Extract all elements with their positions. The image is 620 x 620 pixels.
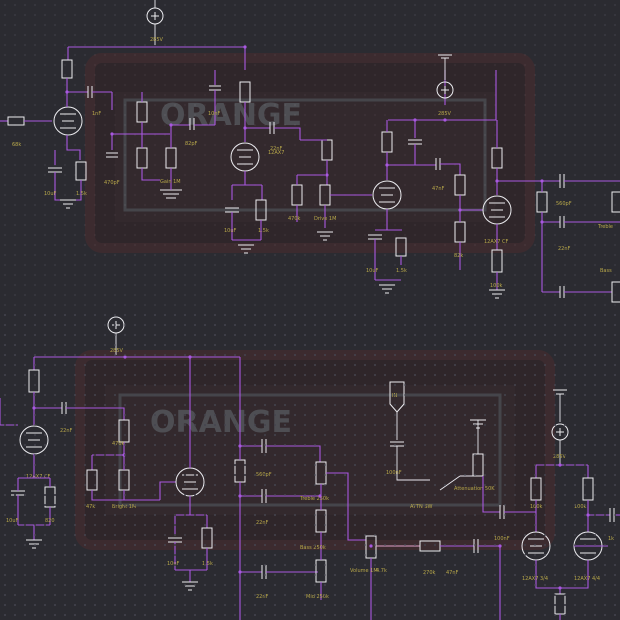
supply-symbol-top — [146, 0, 164, 45]
label-r15k-right: 1.5k — [396, 268, 407, 274]
label-c-560p: 560pF — [556, 201, 572, 207]
plate-resistor-l1 — [28, 369, 40, 393]
amp-photo-lower: ORANGE — [75, 350, 555, 550]
input-jack[interactable]: IN — [389, 381, 405, 413]
label-c-bright: 470pF — [104, 180, 120, 186]
label-switch: ATTN SW — [410, 504, 433, 510]
label-c-10uf-l: 10uF — [6, 518, 19, 524]
label-supply-right: 285V — [438, 111, 452, 117]
label-r-100b: 100k — [574, 504, 587, 510]
label-r-47: 47k — [86, 504, 95, 510]
label-c-22n: 22nF — [558, 246, 571, 252]
label-c-kathode: 10uF — [44, 191, 57, 197]
label-c-coupling: 22nF — [270, 146, 283, 152]
supply-symbol-right — [436, 54, 454, 99]
tail-resistor — [554, 593, 566, 615]
label-tube-r1: 12AX7 3/4 — [522, 576, 548, 582]
label-c100-in: 100nF — [386, 470, 402, 476]
label-c1: 1nF — [92, 111, 101, 117]
supply-symbol-lower-right — [551, 389, 569, 465]
cathode-resistor-l1 — [44, 486, 56, 508]
label-pot-mid-l: Mid 250k — [306, 594, 329, 600]
label-r-tail: 1k — [608, 536, 614, 542]
input-resistor — [7, 116, 25, 126]
label-tube-r2: 12AX7 4/4 — [574, 576, 600, 582]
label-c-kathode2: 10uF — [224, 228, 237, 234]
plate-resistor-v1 — [61, 59, 73, 79]
label-c-22n-a: 22nF — [60, 428, 73, 434]
label-pot-bright: Bright 1M — [112, 504, 136, 510]
junction-dots — [32, 45, 590, 590]
lower-schematic: 285V 22nF 12AX7 CF 10uF 820 47k Bright 1… — [0, 316, 620, 620]
label-r-82k: 82k — [454, 253, 463, 259]
label-r-820: 820 — [45, 518, 55, 524]
label-r-1k5: 1.5k — [202, 561, 213, 567]
cathode-resistor-cf — [491, 249, 503, 273]
label-c-10uf-l2: 10uF — [167, 561, 180, 567]
label-pot-treble-l: Treble 250k — [299, 496, 329, 502]
pot-treble — [611, 191, 620, 213]
pot-mid-l — [315, 559, 327, 583]
label-input-resistor: 68k — [12, 142, 21, 148]
ground-symbol-1 — [60, 199, 76, 209]
photo-brand-lower: ORANGE — [150, 405, 292, 440]
label-c10u-right: 10uF — [366, 268, 379, 274]
pot-bass — [611, 281, 620, 303]
label-r-kathode: 1.5k — [76, 191, 87, 197]
label-r-4: 4.7k — [376, 568, 387, 574]
amp-photo-upper: ORANGE — [85, 53, 535, 253]
cathode-resistor-v1 — [75, 161, 87, 181]
label-pot-attn: Attenuation 50K — [454, 486, 495, 492]
label-c-47n: 47nF — [432, 186, 445, 192]
label-r-270: 270k — [423, 570, 436, 576]
label-supply-left: 285V — [110, 348, 124, 354]
upper-schematic: 285V 68k 1nF 10uF 1.5k — [0, 0, 620, 303]
label-tube-left: 12AX7 CF — [26, 474, 50, 480]
label-r-k2: 1.5k — [258, 228, 269, 234]
label-c-82p: 82pF — [185, 141, 198, 147]
label-pot-bass: Bass — [600, 268, 612, 274]
photo-brand-upper: ORANGE — [160, 98, 302, 133]
label-tube-right: 12AX7 CF — [484, 239, 508, 245]
label-supply-top: 285V — [150, 37, 164, 43]
label-tube-mid: 12AX7 — [268, 150, 284, 156]
label-c-22n-b: 22nF — [256, 520, 269, 526]
label-r-100: 100k — [530, 504, 543, 510]
label-c-560: 560pF — [256, 472, 272, 478]
label-r-470k: 470k — [112, 441, 125, 447]
label-pot-gain: Gain 1M — [160, 179, 181, 185]
label-pot-mid: Drive 1M — [314, 216, 336, 222]
resistor-slope — [536, 191, 548, 213]
label-r-470: 470k — [288, 216, 301, 222]
label-pot-bass-l: Bass 250k — [300, 545, 326, 551]
supply-symbol-lower-left — [107, 316, 125, 355]
plate-resistor-r2 — [582, 477, 594, 501]
label-pot-volume: Volume 1M — [350, 568, 378, 574]
label-c-47: 47nF — [446, 570, 459, 576]
label-r-cf: 100k — [490, 283, 503, 289]
label-c-bypass: 10nF — [208, 111, 221, 117]
label-c-100: 100nF — [494, 536, 510, 542]
label-pot-treble: Treble — [597, 224, 613, 230]
label-input-jack: IN — [392, 393, 397, 399]
tube-v1a — [53, 106, 83, 136]
label-c-22n-c: 22nF — [256, 594, 269, 600]
label-supply-right-l: 285V — [553, 454, 567, 460]
